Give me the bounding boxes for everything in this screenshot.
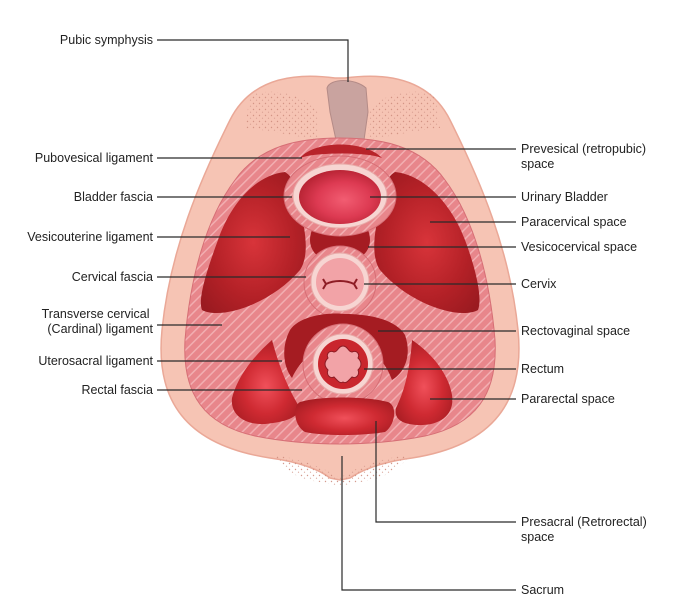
label-rectal-fascia: Rectal fascia (81, 383, 153, 397)
label-pararectal-space: Pararectal space (521, 392, 615, 406)
leader-pubic-symphysis (157, 39, 349, 82)
label-pubovesical-ligament: Pubovesical ligament (35, 151, 154, 165)
pararectal-space-right (395, 340, 453, 426)
prevesical-space-shape (300, 144, 382, 158)
label-uterosacral-ligament: Uterosacral ligament (38, 354, 153, 368)
presacral-space-shape (295, 397, 395, 435)
label-urinary-bladder: Urinary Bladder (521, 190, 608, 204)
stipple-right (368, 91, 440, 140)
stipple-left (245, 91, 318, 140)
label-cervical-fascia: Cervical fascia (72, 270, 153, 284)
labels-right: Prevesical (retropubic) space Urinary Bl… (521, 142, 650, 597)
leader-sacrum (341, 456, 516, 591)
labels-left: Pubic symphysis Pubovesical ligament Bla… (27, 33, 153, 397)
label-rectovaginal-space: Rectovaginal space (521, 324, 630, 338)
rectum-lumen (324, 345, 362, 384)
label-vesicocervical-space: Vesicocervical space (521, 240, 637, 254)
leader-lines (157, 39, 516, 591)
label-presacral-space: Presacral (Retrorectal) space (521, 515, 650, 544)
bladder-lumen (299, 170, 381, 224)
label-rectum: Rectum (521, 362, 564, 376)
label-transverse-cervical-ligament: Transverse cervical (Cardinal) ligament (42, 307, 154, 336)
label-sacrum: Sacrum (521, 583, 564, 597)
label-cervix: Cervix (521, 277, 557, 291)
rectovaginal-space-shape (284, 313, 408, 380)
label-paracervical-space: Paracervical space (521, 215, 627, 229)
cervical-os (322, 278, 358, 290)
label-pubic-symphysis: Pubic symphysis (60, 33, 153, 47)
pararectal-space-left (231, 340, 300, 425)
label-prevesical-space: Prevesical (retropubic) space (521, 142, 650, 171)
paracervical-space-right (374, 172, 480, 314)
paracervical-space-left (200, 172, 306, 314)
leader-presacral-space (375, 421, 516, 523)
label-vesicouterine-ligament: Vesicouterine ligament (27, 230, 153, 244)
label-bladder-fascia: Bladder fascia (74, 190, 153, 204)
